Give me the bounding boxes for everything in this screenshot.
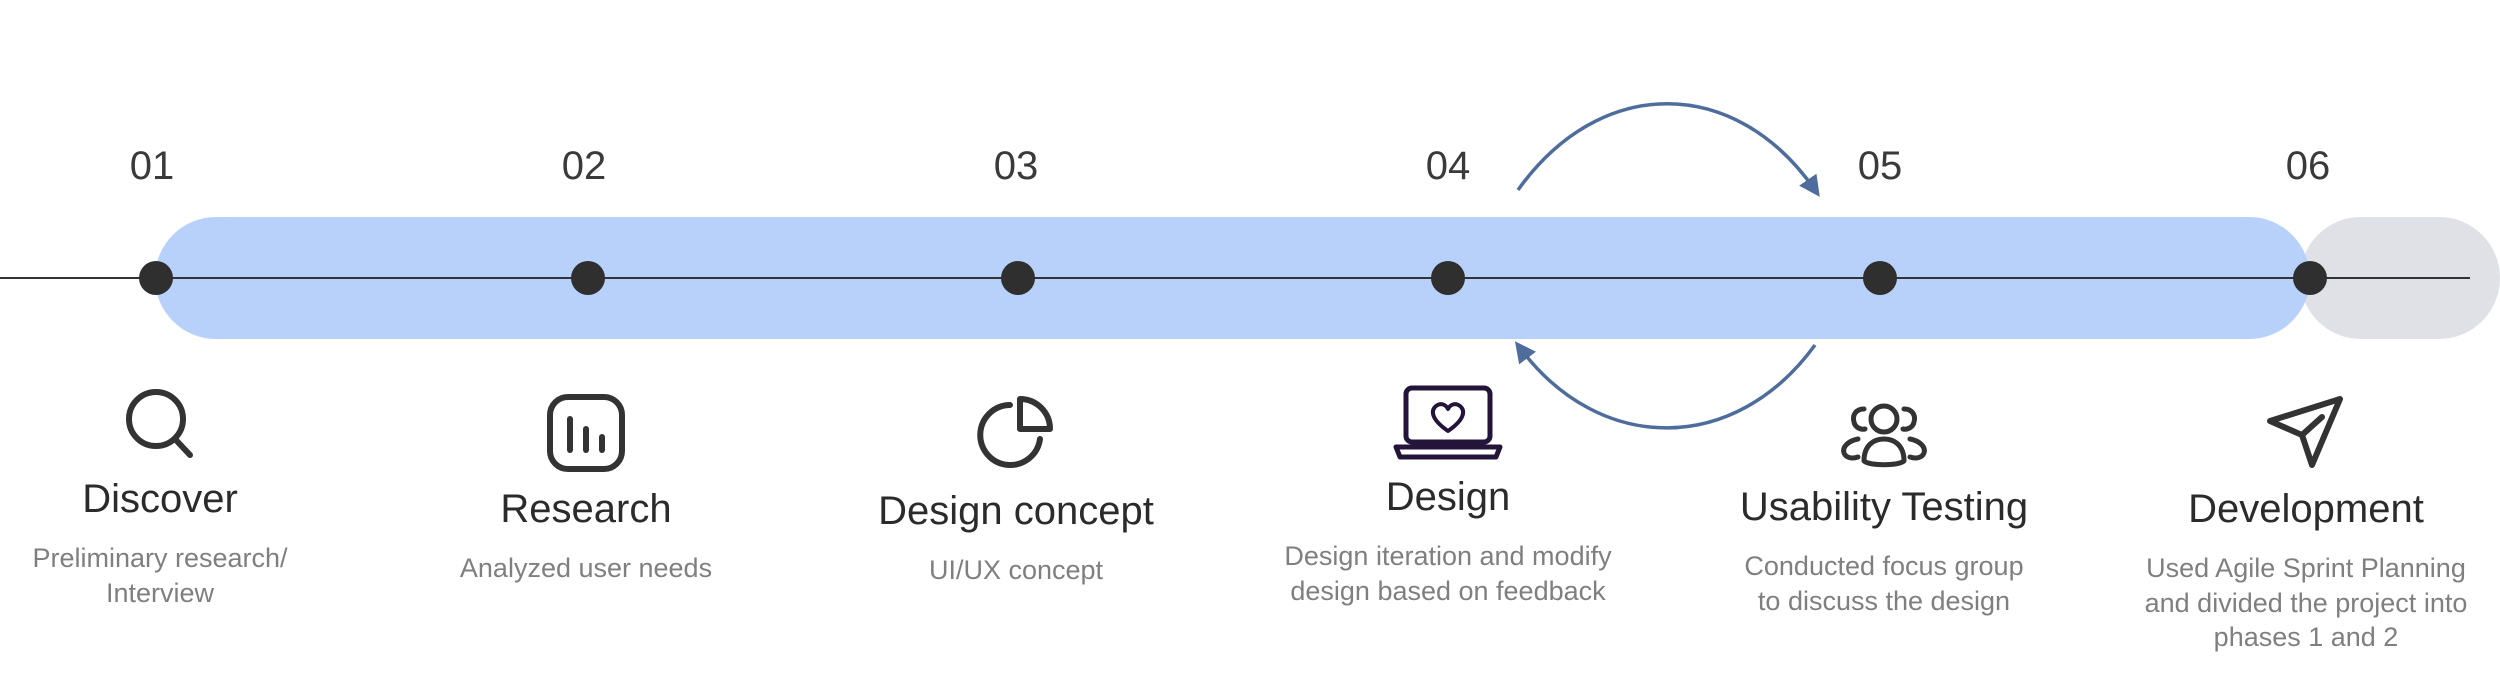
stage-description: Analyzed user needs	[396, 551, 776, 586]
stage-number-02: 02	[561, 144, 607, 188]
stage-usability-testing: Usability Testing Conducted focus group …	[1694, 385, 2074, 618]
laptop-heart-icon	[1393, 385, 1503, 460]
search-icon	[126, 389, 193, 458]
pie-chart-icon	[977, 396, 1053, 468]
stage-number-05: 05	[1857, 144, 1903, 188]
stage-description-line: phases 1 and 2	[2213, 622, 2399, 653]
stage-description-line: Conducted focus group	[1744, 551, 2024, 581]
stage-description-line: Preliminary research/	[32, 543, 288, 573]
stage-title: Research	[500, 487, 672, 531]
stage-number-06: 06	[2285, 144, 2331, 188]
timeline-dot-03	[1001, 261, 1035, 295]
stage-design-concept: Design concept UI/UX concept	[826, 385, 1206, 588]
stage-description: Design iteration and modify design based…	[1258, 539, 1638, 608]
stage-description-line: Analyzed user needs	[459, 553, 713, 583]
users-group-icon	[1841, 403, 1927, 468]
stage-description-line: design based on feedback	[1290, 575, 1606, 606]
stage-description: Conducted focus group to discuss the des…	[1694, 549, 2074, 618]
timeline-dot-06	[2293, 261, 2327, 295]
timeline-dot-02	[571, 261, 605, 295]
stage-title: Discover	[82, 477, 238, 521]
stage-title: Design concept	[878, 489, 1154, 533]
stage-description: UI/UX concept	[826, 553, 1206, 588]
stage-title: Development	[2188, 487, 2424, 531]
stage-discover: Discover Preliminary research/ Interview	[0, 385, 350, 610]
stage-description-line: Interview	[105, 577, 215, 608]
stage-description: Preliminary research/ Interview	[0, 541, 350, 610]
stage-description-line: UI/UX concept	[928, 555, 1104, 585]
send-icon	[2267, 396, 2343, 468]
stage-description-line: Used Agile Sprint Planning	[2146, 553, 2466, 583]
stage-number-04: 04	[1425, 144, 1471, 188]
stage-research: Research Analyzed user needs	[396, 385, 776, 586]
stage-title: Usability Testing	[1739, 485, 2029, 529]
stage-number-03: 03	[993, 144, 1039, 188]
timeline-dot-04	[1431, 261, 1465, 295]
curved-arrow-forward-icon	[1516, 102, 1820, 197]
curved-arrow-back-icon	[1514, 341, 1817, 430]
timeline-dot-05	[1863, 261, 1897, 295]
stage-description-line: Design iteration and modify	[1284, 541, 1612, 571]
timeline-dot-01	[139, 261, 173, 295]
stage-description-line: and divided the project into	[2144, 587, 2468, 618]
bar-chart-icon	[547, 394, 625, 472]
stage-number-01: 01	[129, 144, 175, 188]
stage-description: Used Agile Sprint Planning and divided t…	[2116, 551, 2496, 655]
stage-description-line: to discuss the design	[1757, 585, 2011, 616]
stage-title: Design	[1385, 475, 1511, 519]
stage-design: Design Design iteration and modify desig…	[1258, 385, 1638, 608]
stage-development: Development Used Agile Sprint Planning a…	[2116, 385, 2496, 655]
